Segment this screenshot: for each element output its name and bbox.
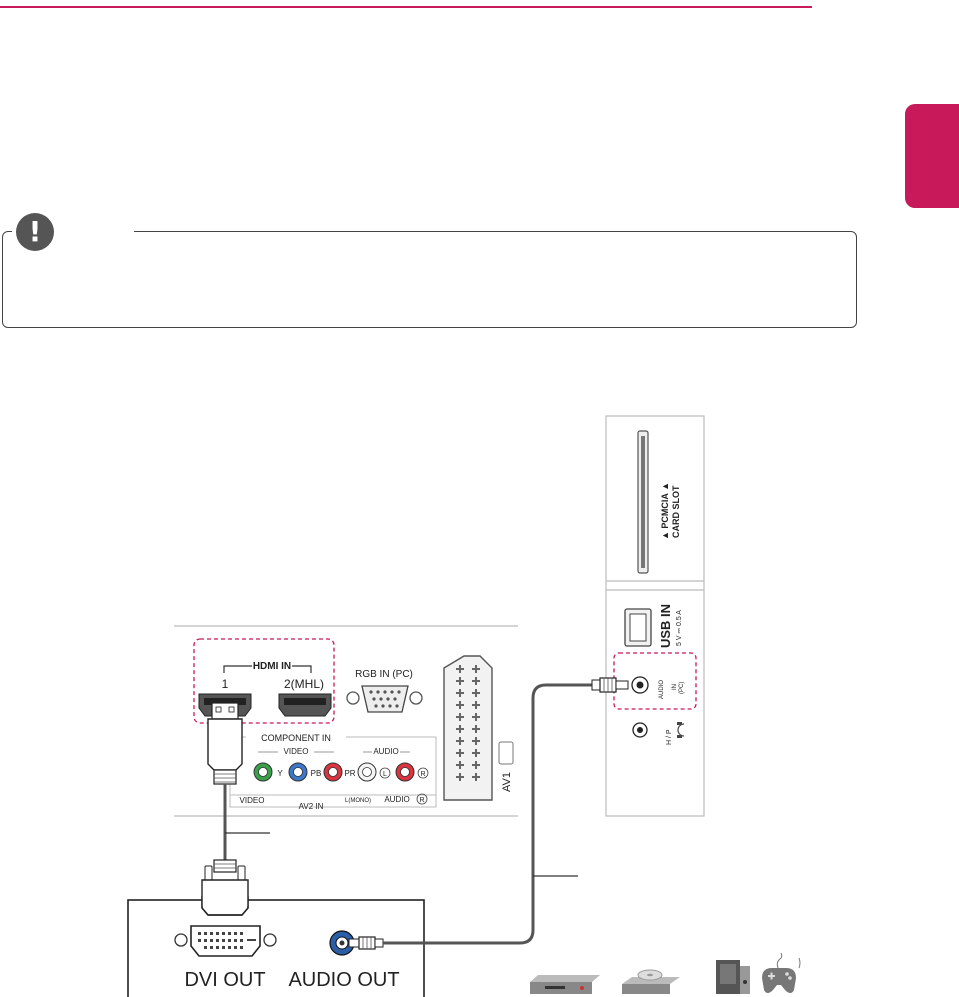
headphone-port[interactable] [632, 722, 648, 738]
hdmi-group-label: HDMI IN [253, 661, 291, 672]
headphone-icon [677, 722, 685, 738]
gamepad-icon [762, 952, 801, 993]
hdmi-port-2[interactable] [278, 693, 332, 717]
usb-rating-label: 5 V ⎓ 0.5 A [676, 610, 683, 646]
audio-r-port[interactable] [395, 762, 415, 782]
audio-in-highlight [613, 652, 697, 710]
hdmi-port-1-label: 1 [222, 677, 229, 691]
audio-in-plug [591, 677, 629, 693]
hdmi-plug [207, 702, 243, 785]
rgb-label: RGB IN (PC) [355, 669, 413, 680]
header-rule [0, 6, 812, 8]
video-sub-label: VIDEO [284, 747, 309, 756]
hp-label: H / P [666, 729, 673, 745]
port-y-label: Y [277, 769, 283, 778]
audio-out-port[interactable] [329, 930, 355, 956]
dvi-plug [201, 859, 249, 916]
port-r-label: R [420, 771, 425, 778]
caution-icon: ! [16, 213, 54, 251]
video-bottom-label: VIDEO [240, 796, 265, 805]
port-pb-label: PB [311, 769, 322, 778]
usb-port[interactable] [624, 608, 652, 647]
side-panel-outline [605, 415, 705, 817]
audio-out-label: AUDIO OUT [288, 969, 399, 991]
port-l-label: L [383, 771, 387, 778]
av1-label: AV1 [501, 772, 513, 792]
component-y-port[interactable] [253, 762, 273, 782]
usb-label: USB IN [658, 604, 673, 648]
audio-cable [383, 683, 592, 945]
audio-out-plug [348, 936, 384, 950]
note-frame [2, 231, 857, 328]
pc-icon [716, 960, 750, 994]
audio-in-pc-label: (PC) [679, 682, 685, 694]
av2-label: AV2 IN [299, 802, 324, 811]
scart-port[interactable] [443, 655, 493, 801]
audio-l-port[interactable] [357, 762, 377, 782]
pcmcia-label: ▲ PCMCIA ▲ [660, 482, 670, 540]
dvd-recorder-icon [530, 975, 600, 994]
audio-in-label: AUDIO [659, 680, 665, 699]
hdmi-highlight [193, 638, 335, 724]
note-box: ! [2, 209, 857, 328]
component-pr-port[interactable] [323, 762, 343, 782]
disc-player-icon [622, 969, 680, 994]
dvi-out-port[interactable] [174, 925, 277, 957]
dvi-out-label: DVI OUT [184, 969, 265, 991]
audio-in-sub-label: IN [672, 684, 678, 690]
card-slot-label: CARD SLOT [671, 485, 681, 538]
scart-symbol-icon [498, 741, 514, 765]
component-pb-port[interactable] [288, 762, 308, 782]
audio-sub-label: AUDIO [373, 747, 398, 756]
audio-bottom-r-label: R [419, 797, 424, 804]
audio-in-pc-port[interactable] [631, 676, 649, 694]
section-tab [905, 104, 959, 208]
component-label: COMPONENT IN [261, 733, 331, 743]
source-device-box [127, 899, 425, 997]
audio-bottom-label: AUDIO [384, 795, 409, 804]
rgb-port[interactable] [346, 685, 423, 713]
mono-label: L(MONO) [345, 798, 371, 804]
port-pr-label: PR [344, 769, 355, 778]
hdmi-port-2-label: 2(MHL) [284, 677, 324, 691]
